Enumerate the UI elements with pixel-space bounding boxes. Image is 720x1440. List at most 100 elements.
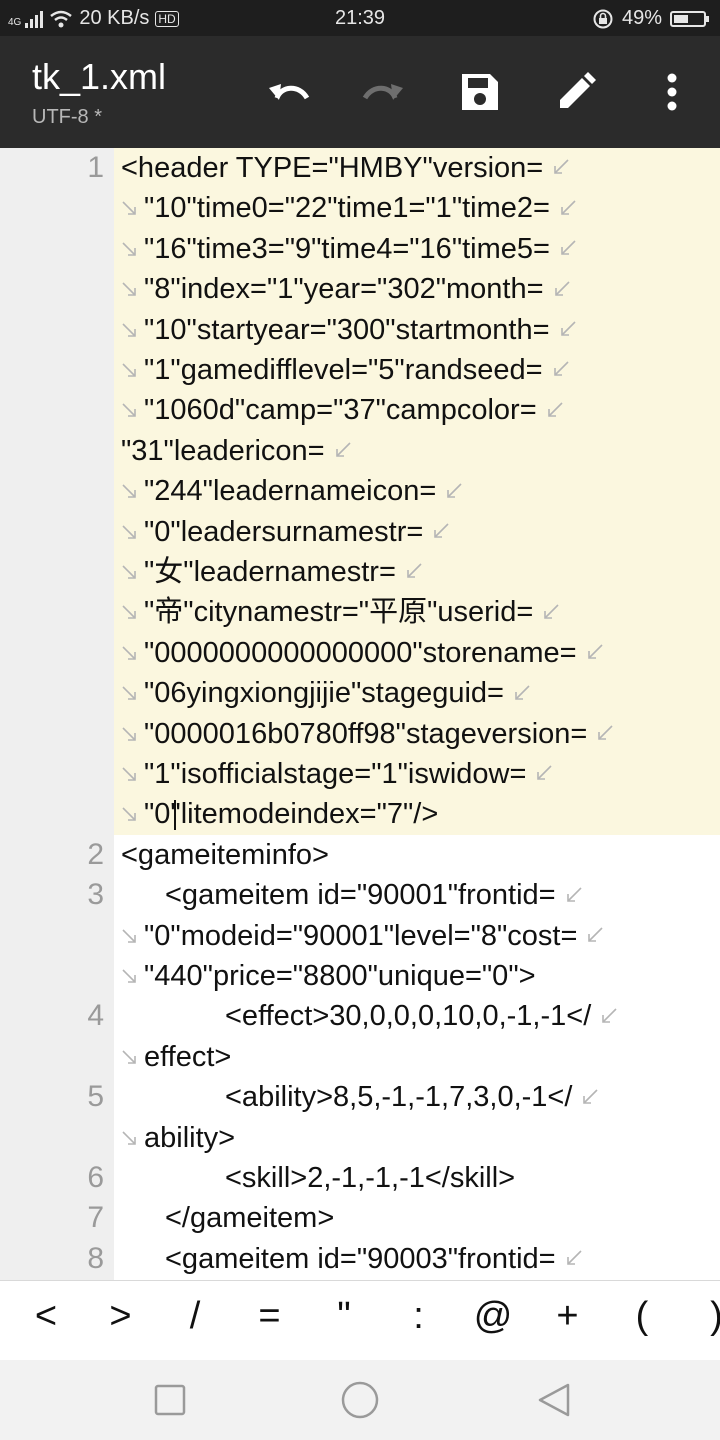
code-text-content: "440"price="8800"unique="0"> [144, 960, 536, 992]
code-line[interactable]: 6<skill>2,-1,-1,-1</skill> [0, 1158, 720, 1198]
text-caret [174, 800, 176, 831]
undo-icon [269, 84, 310, 100]
code-text: <gameitem id="90003"frontid= [165, 1239, 584, 1280]
wrap-line-icon [583, 917, 605, 957]
code-text: "8"index="1"year="302"month= [144, 269, 572, 310]
symbol-key[interactable]: < [34, 1295, 58, 1337]
code-line-continuation[interactable]: "1"gamedifflevel="5"randseed= [0, 350, 720, 390]
edit-button[interactable] [548, 64, 604, 120]
code-text-content: "0000000000000000"storename= [144, 636, 577, 669]
code-line-continuation[interactable]: "16"time3="9"time4="16"time5= [0, 229, 720, 269]
code-line[interactable]: 7</gameitem> [0, 1198, 720, 1238]
code-line-continuation[interactable]: "0"modeid="90001"level="8"cost= [0, 916, 720, 956]
code-text: ability> [144, 1118, 235, 1158]
code-line-continuation[interactable]: "440"price="8800"unique="0"> [0, 956, 720, 996]
code-line-continuation[interactable]: "244"leadernameicon= [0, 471, 720, 511]
more-options-button[interactable] [644, 64, 700, 120]
wrap-line-icon [510, 675, 532, 715]
code-text-content: effect> [144, 1040, 232, 1073]
code-line-continuation[interactable]: "0000000000000000"storename= [0, 633, 720, 673]
back-button[interactable] [536, 1382, 572, 1423]
code-line-continuation[interactable]: effect> [0, 1037, 720, 1077]
wrap-continue-icon [120, 804, 140, 829]
code-line[interactable]: 4 <effect>30,0,0,0,10,0,-1,-1</ [0, 996, 720, 1036]
code-line-continuation[interactable]: "帝"citynamestr="平原"userid= [0, 592, 720, 632]
more-icon [667, 73, 677, 111]
code-line-continuation[interactable]: "1060d"camp="37"campcolor= [0, 390, 720, 430]
code-text: "帝"citynamestr="平原"userid= [144, 592, 561, 633]
undo-button[interactable] [260, 64, 316, 120]
code-text: effect> [144, 1037, 231, 1077]
line-number: 4 [87, 999, 104, 1033]
code-line-continuation[interactable]: "1"isofficialstage="1"iswidow= [0, 754, 720, 794]
code-line-continuation[interactable]: ability> [0, 1118, 720, 1158]
code-line[interactable]: 2<gameiteminfo> [0, 835, 720, 875]
code-line[interactable]: 5<ability>8,5,-1,-1,7,3,0,-1</ [0, 1077, 720, 1117]
code-text-content: </gameitem> [165, 1202, 335, 1235]
symbol-key[interactable]: > [109, 1295, 132, 1337]
code-text: "440"price="8800"unique="0"> [144, 956, 536, 996]
symbol-key[interactable]: " [337, 1295, 351, 1337]
edit-icon [560, 72, 596, 108]
code-text-content: "0000016b0780ff98"stageversion= [144, 717, 588, 750]
wrap-continue-icon [120, 724, 140, 749]
home-button[interactable] [340, 1380, 380, 1425]
code-line-continuation[interactable]: "0000016b0780ff98"stageversion= [0, 714, 720, 754]
symbol-bar: < > / = ": @ + () [0, 1280, 720, 1361]
code-text-content: "女"leadernamestr= [144, 556, 396, 588]
wrap-line-icon [532, 755, 554, 795]
wrap-line-icon [556, 230, 578, 270]
save-icon [462, 74, 498, 110]
code-text: "0"litemodeindex="7"/> [144, 794, 438, 834]
wrap-continue-icon [120, 602, 140, 627]
code-line-continuation[interactable]: "10"startyear="300"startmonth= [0, 310, 720, 350]
code-text: "0000000000000000"storename= [144, 633, 605, 674]
code-line-continuation[interactable]: "女"leadernamestr= [0, 552, 720, 592]
code-line-continuation[interactable]: "06yingxiongjijie"stageguid= [0, 673, 720, 713]
wrap-line-icon [549, 351, 571, 391]
symbol-key[interactable]: / [189, 1295, 201, 1337]
redo-icon [362, 84, 403, 100]
code-line-continuation[interactable]: "8"index="1"year="302"month= [0, 269, 720, 309]
symbol-key[interactable]: : [413, 1295, 424, 1337]
code-text-content: <effect>30,0,0,0,10,0,-1,-1</ [225, 1000, 592, 1033]
code-line-continuation[interactable]: "0"litemodeindex="7"/> [0, 794, 720, 834]
code-text: <header TYPE="HMBY"version= [121, 148, 571, 189]
hd-badge: HD [155, 10, 179, 27]
code-line[interactable]: 8<gameitem id="90003"frontid= [0, 1239, 720, 1279]
code-text-content: "10"startyear="300"startmonth= [144, 313, 550, 346]
code-editor[interactable]: 1<header TYPE="HMBY"version= "10"time0="2… [0, 148, 720, 1280]
signal-icon: 4G [8, 10, 44, 28]
symbol-key[interactable]: ) [687, 1295, 720, 1338]
symbol-key[interactable]: = [258, 1295, 281, 1337]
code-text: "244"leadernameicon= [144, 471, 464, 512]
symbol-key[interactable]: + [556, 1295, 579, 1337]
current-line-highlight [114, 148, 720, 835]
code-text-content: "16"time3="9"time4="16"time5= [144, 232, 550, 265]
redo-button[interactable] [356, 64, 412, 120]
editor-toolbar: tk_1.xml UTF-8 * [0, 36, 720, 148]
code-line-continuation[interactable]: "0"leadersurnamestr= [0, 512, 720, 552]
symbol-key[interactable]: ( [635, 1295, 649, 1337]
line-number: 3 [87, 878, 104, 912]
symbol-key[interactable]: @ [473, 1295, 513, 1337]
line-number: 6 [87, 1161, 104, 1194]
home-icon [341, 1381, 379, 1419]
code-line[interactable]: 3<gameitem id="90001"frontid= [0, 875, 720, 915]
wrap-line-icon [549, 149, 571, 189]
code-line-continuation[interactable]: "10"time0="22"time1="1"time2= [0, 188, 720, 228]
wrap-continue-icon [120, 481, 140, 506]
code-line[interactable]: 1<header TYPE="HMBY"version= [0, 148, 720, 188]
code-text: "1060d"camp="37"campcolor= [144, 390, 565, 431]
code-text: <ability>8,5,-1,-1,7,3,0,-1</ [225, 1077, 600, 1118]
save-button[interactable] [452, 64, 508, 120]
code-text-content: "10"time0="22"time1="1"time2= [144, 192, 550, 225]
clock: 21:39 [334, 7, 386, 29]
network-speed: 20 KB/s [79, 7, 150, 29]
line-number-gutter [0, 148, 114, 1280]
code-text-content: "1"isofficialstage="1"iswidow= [144, 758, 527, 790]
recents-button[interactable] [154, 1384, 186, 1421]
wrap-continue-icon [120, 562, 140, 587]
code-line-continuation[interactable]: "31"leadericon= [0, 431, 720, 471]
wrap-continue-icon [120, 522, 140, 547]
